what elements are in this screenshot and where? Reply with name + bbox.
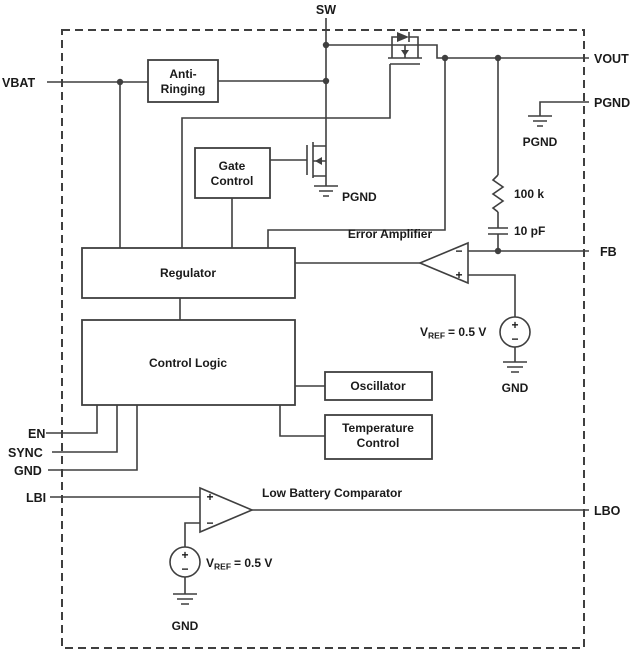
junction-dot: [322, 41, 330, 49]
ground-symbol-error-amp: [503, 361, 527, 373]
switch-mosfet-symbol: [270, 142, 326, 178]
anti-ringing-label-1: Anti-: [169, 67, 196, 81]
low-battery-comparator-label: Low Battery Comparator: [262, 486, 402, 500]
error-amp-plus-sign: +: [455, 268, 462, 282]
rectfet-bulk-arrow: [401, 50, 409, 56]
vref-source-bottom: [169, 546, 201, 578]
control-logic-block: [81, 319, 296, 406]
vref-label-right: VREF= 0.5 V: [420, 325, 486, 341]
pin-label-vout: VOUT: [594, 52, 629, 66]
junction-dot: [441, 54, 449, 62]
ground-symbol-pgnd-right: [528, 115, 552, 127]
ground-symbol-comparator: [173, 593, 197, 605]
vref-source-right-plus: +: [511, 318, 518, 332]
pin-label-lbi: LBI: [26, 491, 46, 505]
junction-dot: [116, 78, 124, 86]
vref-source-bottom-minus: −: [181, 562, 188, 576]
vref-source-right-minus: −: [511, 332, 518, 346]
pin-labels: SW VBAT EN SYNC GND LBI VOUT PGND FB LBO: [2, 3, 630, 518]
oscillator-label: Oscillator: [350, 379, 406, 393]
junction-dot: [494, 247, 502, 255]
low-battery-comparator: Low Battery Comparator + − + − VREF= 0.5…: [169, 486, 402, 633]
pin-label-gnd: GND: [14, 464, 42, 478]
comparator-symbol: [199, 486, 255, 534]
anti-ringing-label-2: Ringing: [161, 82, 206, 96]
wire-sync: [52, 405, 118, 453]
pin-label-pgnd: PGND: [594, 96, 630, 110]
resistor-value-label: 100 k: [514, 187, 544, 201]
feedback-network: 100 k 10 pF: [488, 174, 545, 238]
wire-en: [46, 405, 98, 434]
internal-grounds: PGND PGND: [314, 115, 558, 204]
oscillator-block: [324, 371, 433, 401]
ic-boundary: [61, 29, 585, 649]
gate-control-label-1: Gate: [219, 159, 246, 173]
function-blocks: Anti- Ringing Gate Control Regulator Con…: [81, 59, 433, 460]
regulator-block: [81, 247, 296, 299]
vref-source-bottom-plus: +: [181, 548, 188, 562]
pin-label-sync: SYNC: [8, 446, 43, 460]
vref-source-right: [499, 316, 531, 348]
pgnd-label-right: PGND: [523, 135, 558, 149]
wire-vout-sense-to-regulator: [267, 58, 446, 248]
wires: [46, 18, 589, 594]
wire-erroramp-plus-to-vref: [468, 274, 516, 317]
control-logic-label: Control Logic: [149, 356, 227, 370]
comparator-plus-sign: +: [206, 490, 213, 504]
gate-control-label-2: Control: [211, 174, 254, 188]
error-amplifier: Error Amplifier − + + − VREF= 0.5 V GND: [348, 227, 531, 395]
pin-label-lbo: LBO: [594, 504, 621, 518]
body-diode-triangle: [397, 32, 409, 42]
gnd-label-error-amp: GND: [502, 381, 529, 395]
regulator-label: Regulator: [160, 266, 216, 280]
anti-ringing-block: [147, 59, 219, 103]
capacitor-value-label: 10 pF: [514, 224, 545, 238]
pgnd-label-switchfet: PGND: [342, 190, 377, 204]
pin-label-en: EN: [28, 427, 45, 441]
switchfet-bulk-arrow: [315, 157, 322, 165]
comparator-minus-sign: −: [206, 516, 213, 530]
rectifier-mosfet-symbol: [388, 32, 422, 65]
wire-pgnd-right: [539, 101, 589, 116]
junction-dots: [116, 41, 502, 255]
error-amp-minus-sign: −: [455, 244, 462, 258]
gate-control-block: [194, 147, 271, 199]
error-amplifier-symbol: [417, 241, 469, 285]
junction-dot: [494, 54, 502, 62]
pin-label-vbat: VBAT: [2, 76, 35, 90]
pin-label-sw: SW: [316, 3, 336, 17]
vref-label-bottom: VREF= 0.5 V: [206, 556, 272, 572]
wire-rectfet-gate-to-regulator: [181, 64, 391, 248]
ground-symbol-switchfet: [314, 185, 338, 197]
error-amplifier-label: Error Amplifier: [348, 227, 433, 241]
wire-sw-to-vout: [326, 44, 589, 59]
resistor-symbol: [491, 174, 505, 213]
wire-controllogic-to-tempcontrol: [279, 405, 325, 437]
capacitor-symbol: [488, 227, 508, 235]
gnd-label-comparator: GND: [172, 619, 199, 633]
junction-dot: [322, 77, 330, 85]
temperature-control-block: [324, 414, 433, 460]
wire-gnd: [48, 405, 138, 471]
pin-label-fb: FB: [600, 245, 617, 259]
body-diode-wires: [391, 36, 419, 45]
wire-comparator-minus-to-vref: [184, 522, 200, 547]
temperature-control-label-2: Control: [357, 436, 400, 450]
temperature-control-label-1: Temperature: [342, 421, 414, 435]
